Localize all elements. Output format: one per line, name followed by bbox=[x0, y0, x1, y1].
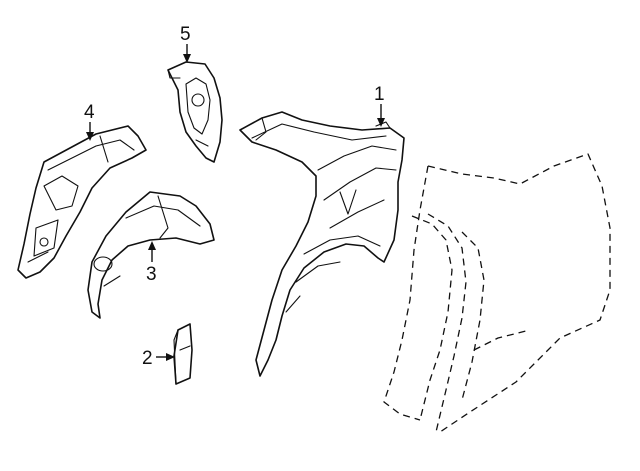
callout-1: 1 bbox=[374, 84, 385, 127]
part-3-arch bbox=[87, 191, 215, 319]
callout-5-label: 5 bbox=[180, 24, 191, 45]
part-1-quarter-panel bbox=[239, 111, 405, 377]
callout-2-label: 2 bbox=[142, 348, 153, 369]
part-2-block bbox=[173, 323, 193, 385]
callout-5: 5 bbox=[180, 24, 191, 63]
callout-4-label: 4 bbox=[84, 102, 95, 123]
part-4-rail bbox=[17, 125, 147, 279]
callout-2: 2 bbox=[142, 348, 175, 369]
part-5-bracket bbox=[167, 61, 223, 163]
callout-4: 4 bbox=[84, 102, 95, 141]
callout-3: 3 bbox=[146, 241, 157, 285]
outer-panel-outline bbox=[383, 153, 611, 433]
callout-1-label: 1 bbox=[374, 84, 385, 105]
callout-3-label: 3 bbox=[146, 264, 157, 285]
